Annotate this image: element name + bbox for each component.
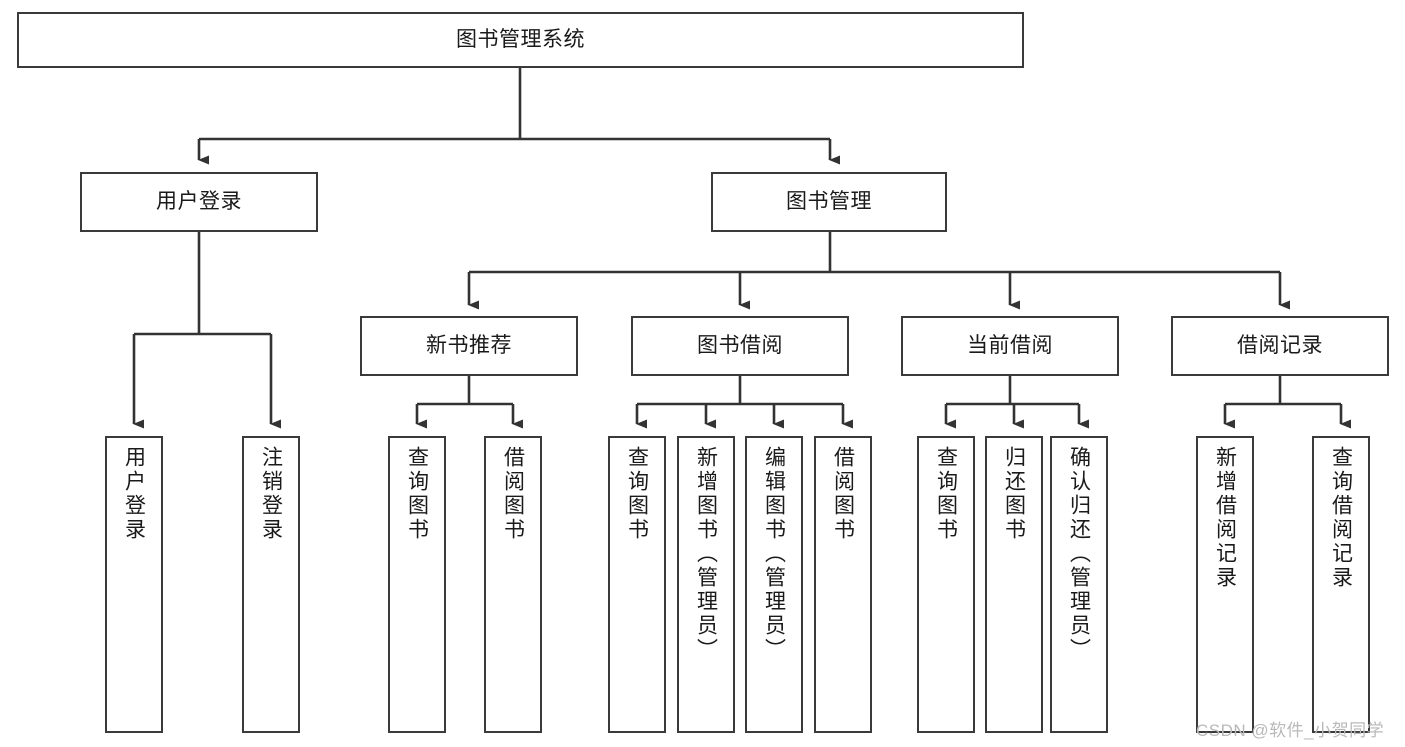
- node-leaf-user-login[interactable]: 用户登录: [105, 436, 163, 733]
- node-user-login-label: 用户登录: [156, 189, 242, 213]
- node-book-borrow-label: 图书借阅: [697, 333, 783, 357]
- node-leaf-add-borrow-record-label: 新增借阅记录: [1213, 446, 1237, 590]
- node-leaf-query-book-borrow[interactable]: 查询图书: [608, 436, 666, 733]
- node-new-book-recommend-label: 新书推荐: [426, 333, 512, 357]
- node-book-manage[interactable]: 图书管理: [711, 172, 947, 232]
- node-leaf-logout-label: 注销登录: [259, 446, 283, 542]
- node-current-borrow-label: 当前借阅: [967, 333, 1053, 357]
- node-leaf-query-book-current[interactable]: 查询图书: [917, 436, 975, 733]
- csdn-watermark: CSDN @软件_小贺同学: [1196, 721, 1385, 740]
- node-leaf-query-book-current-label: 查询图书: [934, 446, 958, 542]
- node-leaf-user-login-label: 用户登录: [122, 446, 146, 542]
- node-book-manage-label: 图书管理: [786, 189, 872, 213]
- node-leaf-edit-book-label: 编辑图书（管理员）: [762, 446, 786, 662]
- node-leaf-borrow-book-recommend[interactable]: 借阅图书: [484, 436, 542, 733]
- node-borrow-record[interactable]: 借阅记录: [1171, 316, 1389, 376]
- node-leaf-add-borrow-record[interactable]: 新增借阅记录: [1196, 436, 1254, 733]
- node-root[interactable]: 图书管理系统: [17, 12, 1024, 68]
- node-leaf-confirm-return[interactable]: 确认归还（管理员）: [1050, 436, 1108, 733]
- node-current-borrow[interactable]: 当前借阅: [901, 316, 1119, 376]
- node-leaf-borrow-book-recommend-label: 借阅图书: [501, 446, 525, 542]
- node-borrow-record-label: 借阅记录: [1237, 333, 1323, 357]
- node-leaf-confirm-return-label: 确认归还（管理员）: [1067, 446, 1091, 662]
- node-leaf-query-borrow-record[interactable]: 查询借阅记录: [1312, 436, 1370, 733]
- node-leaf-query-borrow-record-label: 查询借阅记录: [1329, 446, 1353, 590]
- node-root-label: 图书管理系统: [456, 27, 585, 51]
- node-leaf-logout[interactable]: 注销登录: [242, 436, 300, 733]
- node-leaf-return-book-label: 归还图书: [1002, 446, 1026, 542]
- node-leaf-query-book-recommend-label: 查询图书: [405, 446, 429, 542]
- node-book-borrow[interactable]: 图书借阅: [631, 316, 849, 376]
- node-leaf-borrow-book[interactable]: 借阅图书: [814, 436, 872, 733]
- node-leaf-add-book-label: 新增图书（管理员）: [694, 446, 718, 662]
- node-leaf-add-book[interactable]: 新增图书（管理员）: [677, 436, 735, 733]
- node-leaf-edit-book[interactable]: 编辑图书（管理员）: [745, 436, 803, 733]
- node-leaf-return-book[interactable]: 归还图书: [985, 436, 1043, 733]
- node-leaf-query-book-borrow-label: 查询图书: [625, 446, 649, 542]
- node-new-book-recommend[interactable]: 新书推荐: [360, 316, 578, 376]
- node-leaf-query-book-recommend[interactable]: 查询图书: [388, 436, 446, 733]
- node-user-login[interactable]: 用户登录: [80, 172, 318, 232]
- node-leaf-borrow-book-label: 借阅图书: [831, 446, 855, 542]
